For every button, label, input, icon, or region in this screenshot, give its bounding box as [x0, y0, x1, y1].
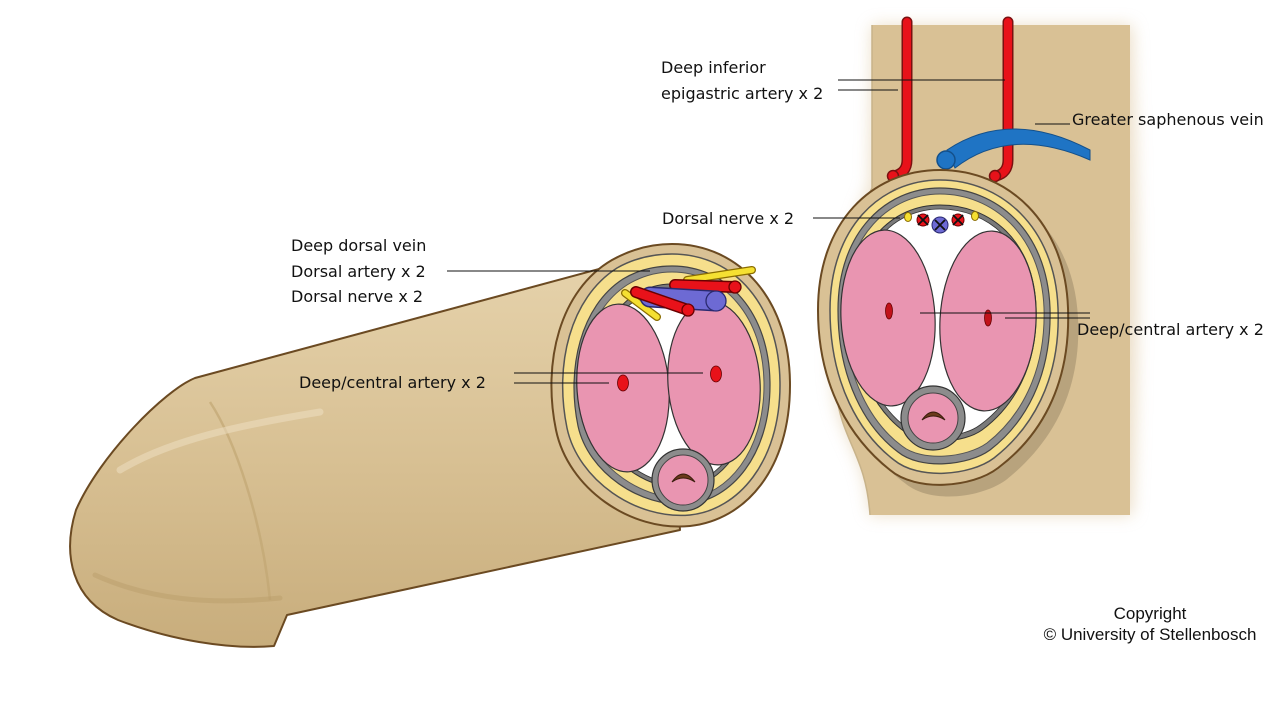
cross-section-right: [816, 168, 1079, 497]
label-deep-central-artery-right: Deep/central artery x 2: [1077, 320, 1264, 339]
label-greater-saphenous-vein: Greater saphenous vein: [1072, 110, 1264, 129]
copyright-line2: © University of Stellenbosch: [1043, 625, 1257, 644]
label-deep-central-artery-left: Deep/central artery x 2: [299, 373, 486, 392]
dorsal-neurovascular-bundle-left: [621, 266, 756, 321]
leader-lines: [447, 79, 1090, 384]
label-deep-dorsal-vein: Deep dorsal vein: [291, 236, 427, 255]
penile-shaft: [69, 251, 681, 648]
label-dorsal-artery: Dorsal artery x 2: [291, 262, 426, 281]
label-deep-inferior-epigastric-line1: Deep inferior: [661, 58, 766, 77]
label-dorsal-nerve-left: Dorsal nerve x 2: [291, 287, 424, 306]
deep-inferior-epigastric-artery-right: [988, 16, 1014, 183]
greater-saphenous-vein: [936, 128, 1091, 170]
cross-section-left: [550, 242, 792, 528]
label-dorsal-nerve-right: Dorsal nerve x 2: [662, 209, 795, 228]
copyright-line1: Copyright: [1113, 604, 1187, 623]
copyright-notice: Copyright © University of Stellenbosch: [1030, 603, 1270, 645]
label-deep-inferior-epigastric-line2: epigastric artery x 2: [661, 84, 824, 103]
